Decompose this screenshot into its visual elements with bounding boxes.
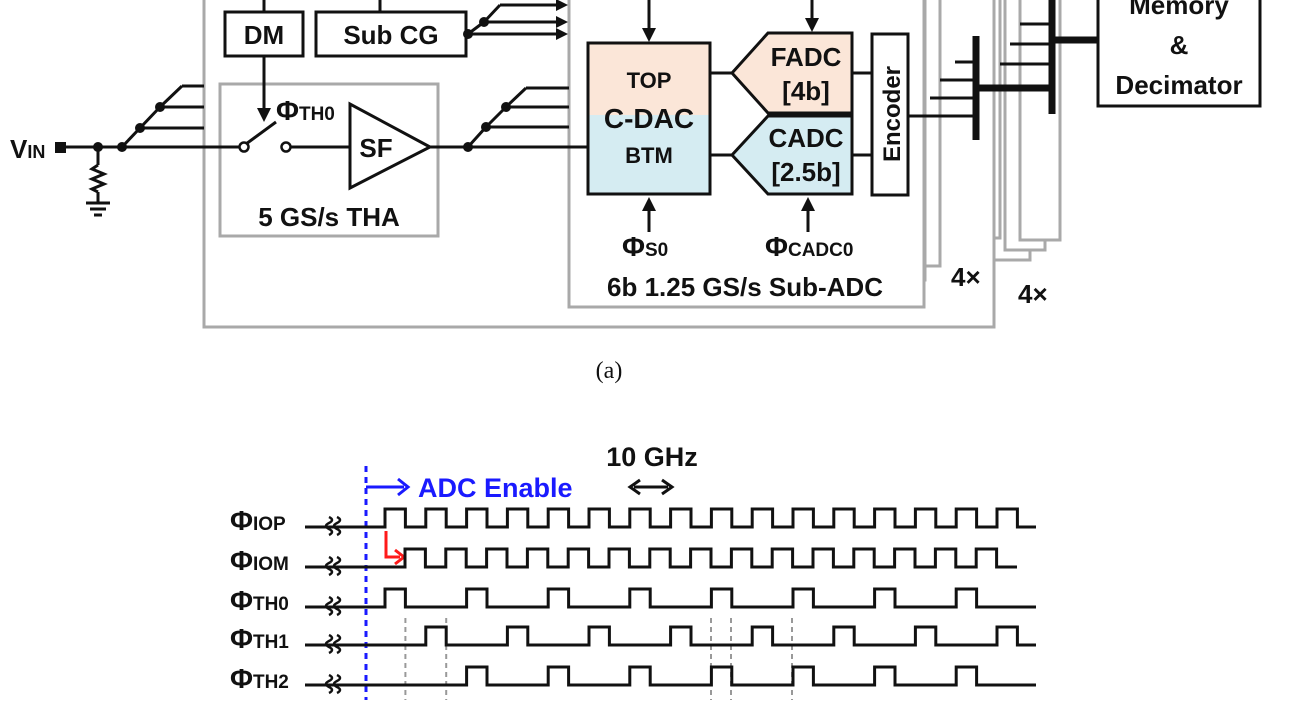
cdac-ctrl-arrow	[642, 28, 656, 42]
phi-s0-arrow	[642, 197, 656, 211]
memory-decimator-block	[1096, 0, 1262, 108]
fadc-bits: [4b]	[782, 76, 830, 106]
memory-label: Memory	[1129, 0, 1229, 20]
signal-label-iom: ΦIOM	[230, 545, 289, 576]
cdac-top-region	[588, 43, 710, 115]
skew-arrow	[384, 531, 407, 566]
period-arrow	[627, 478, 675, 496]
waveform-th1	[305, 625, 1036, 647]
outer-multiplier: 4×	[1018, 279, 1048, 309]
sub-cg-block	[314, 10, 468, 58]
signal-label-iop: ΦIOP	[230, 505, 286, 536]
encoder-output-bus	[908, 0, 1098, 140]
vin-label: VIN	[10, 134, 45, 164]
subadc-label: 6b 1.25 GS/s Sub-ADC	[607, 272, 883, 302]
enable-label: ADC Enable	[418, 473, 573, 503]
tha-label: 5 GS/s THA	[258, 202, 400, 232]
sf-label: SF	[359, 133, 392, 163]
sub-cg-outputs	[463, 0, 568, 40]
fadc-ctrl-arrow	[805, 18, 819, 32]
signal-label-th2: ΦTH2	[230, 663, 289, 694]
dm-label: DM	[244, 20, 284, 50]
sampling-switch	[238, 120, 350, 153]
sub-cg-label: Sub CG	[343, 20, 438, 50]
phi-th0-label: ΦTH0	[276, 95, 335, 126]
sf-buffer	[348, 101, 434, 191]
inner-multiplier: 4×	[951, 262, 981, 292]
tha-output-fanout	[430, 86, 588, 152]
input-fanout	[120, 84, 204, 149]
signal-label-th0: ΦTH0	[230, 585, 289, 616]
waveform-th2	[305, 665, 1036, 687]
vin-pin	[55, 142, 66, 153]
cdac-label: C-DAC	[604, 103, 694, 134]
ampersand-label: &	[1170, 30, 1189, 60]
encoder-label: Encoder	[879, 66, 906, 162]
dm-block	[223, 10, 305, 58]
phi-s0-label: ΦS0	[622, 231, 668, 262]
cdac-block	[586, 41, 712, 196]
phi-cadc0-label: ΦCADC0	[765, 231, 853, 262]
decimator-label: Decimator	[1115, 70, 1242, 100]
waveform-iom	[305, 547, 1017, 569]
waveform-th0	[305, 587, 1036, 609]
cdac-top-label: TOP	[627, 68, 672, 93]
cadc-label: CADC	[768, 123, 843, 153]
fadc-label: FADC	[771, 42, 842, 72]
signal-label-th1: ΦTH1	[230, 623, 289, 654]
freq-label: 10 GHz	[606, 442, 698, 472]
cadc-bits: [2.5b]	[771, 157, 840, 187]
ground-icon	[86, 201, 110, 217]
cdac-btm-label: BTM	[625, 143, 673, 168]
enable-arrow	[366, 477, 411, 497]
termination-resistor	[88, 147, 108, 203]
cdac-bottom-region	[588, 115, 710, 194]
waveform-iop	[305, 507, 1036, 529]
phi-cadc0-arrow	[801, 197, 815, 211]
caption-a: (a)	[596, 358, 623, 384]
dm-arrow	[257, 108, 271, 122]
